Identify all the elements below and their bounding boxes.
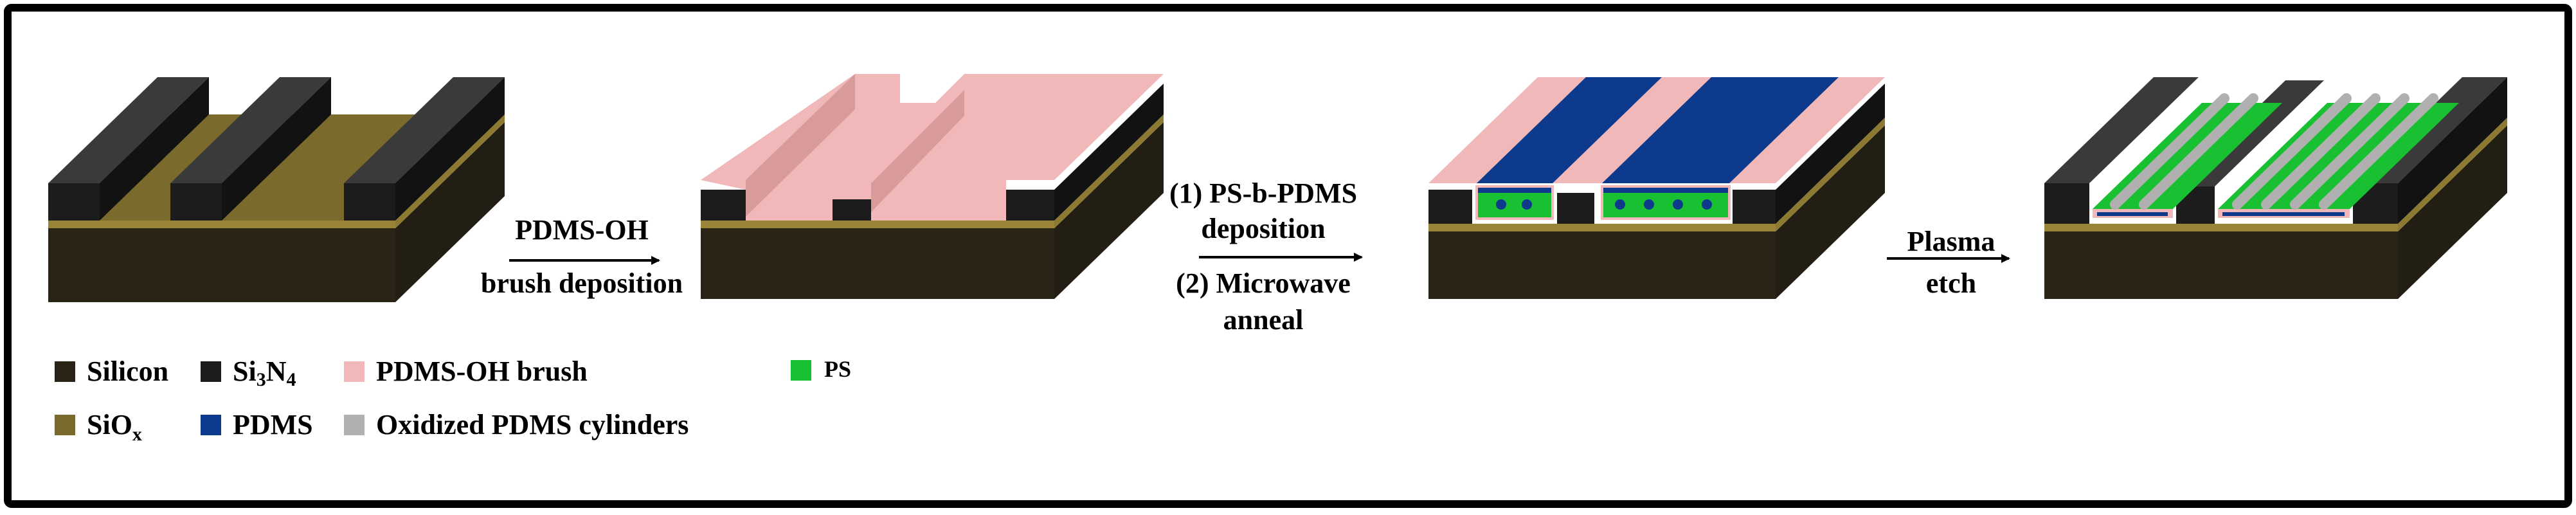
stage-2-brush: [701, 74, 1164, 299]
stage-3-bcp: [1428, 77, 1885, 299]
legend-swatch-brush: [344, 361, 365, 382]
sin-front-1: [1428, 190, 1472, 224]
silicon-front: [1428, 231, 1776, 299]
figure-frame: [4, 4, 2572, 508]
legend-swatch-siox: [55, 415, 75, 435]
pdms-base-2: [2222, 212, 2345, 216]
siox-side: [1776, 118, 1885, 231]
sin-side-3: [1054, 84, 1164, 221]
silicon-side: [1776, 125, 1885, 299]
arrow-3-label-line1: Plasma: [1907, 226, 1995, 257]
pdms-cylinder: [1496, 199, 1506, 210]
arrow-2-label-line4: anneal: [1223, 304, 1304, 336]
oxidized-cylinder: [2261, 93, 2381, 210]
sin-front-3: [1733, 190, 1776, 224]
legend-label-siox: SiOx: [87, 409, 142, 445]
legend-swatch-pdms: [201, 415, 221, 435]
arrow-1-label-line2: brush deposition: [481, 267, 683, 299]
legend-swatch-ps: [791, 360, 811, 381]
oxidized-cylinder: [2139, 93, 2258, 210]
oxidized-cylinder: [2319, 93, 2438, 210]
silicon-front: [48, 228, 395, 302]
oxidized-cylinders: [2110, 93, 2438, 210]
siox-side: [1054, 114, 1164, 228]
sin-front-2: [1557, 193, 1594, 224]
sin-front-1: [701, 190, 746, 221]
sin-ridge-1: [48, 77, 209, 221]
legend-label-silicon: Silicon: [87, 356, 168, 387]
arrow-3-label-line2: etch: [1926, 267, 1976, 299]
siox-front: [2044, 224, 2398, 231]
arrow-2-label-line3: (2) Microwave: [1176, 267, 1351, 299]
pdms-wetting-2: [1603, 188, 1728, 193]
pdms-base-1: [2097, 212, 2168, 216]
stage-4-etched: [2044, 77, 2507, 299]
sin-front-2: [833, 193, 871, 221]
sin-side-3: [1776, 84, 1885, 224]
silicon-side: [1054, 122, 1164, 299]
oxidized-cylinder: [2110, 93, 2229, 210]
legend-label-ps: PS: [824, 356, 851, 382]
sin-ridge-1: [2044, 77, 2199, 224]
legend-label-brush: PDMS-OH brush: [376, 356, 588, 387]
legend: Silicon Si3N4 PDMS-OH brush PS SiOx PDMS…: [55, 356, 851, 445]
siox-side: [2398, 118, 2507, 231]
pdms-cylinder: [1644, 199, 1654, 210]
pdms-cylinder: [1522, 199, 1532, 210]
arrow-step-1: PDMS-OH brush deposition: [481, 214, 683, 299]
legend-label-sin: Si3N4: [233, 356, 296, 390]
silicon-front: [2044, 231, 2398, 299]
pdms-stripe-2: [1602, 77, 1839, 183]
arrow-step-3: Plasma etch: [1887, 226, 2010, 299]
legend-label-cylinders: Oxidized PDMS cylinders: [376, 409, 689, 440]
pdms-cylinder: [1615, 199, 1625, 210]
arrow-1-label-line1: PDMS-OH: [515, 214, 649, 246]
pdms-stripe-1: [1477, 77, 1662, 183]
sin-front-3: [1006, 190, 1054, 221]
oxidized-cylinder: [2290, 93, 2409, 210]
sin-ridge-2: [170, 77, 331, 221]
silicon-side: [395, 122, 505, 302]
sin-ridge-3: [344, 77, 505, 221]
oxidized-cylinder: [2232, 93, 2352, 210]
siox-front: [701, 221, 1054, 228]
legend-swatch-sin: [201, 361, 221, 382]
silicon-front: [701, 228, 1054, 299]
siox-front: [1428, 224, 1776, 231]
pdms-cylinder: [1673, 199, 1683, 210]
arrow-2-label-line1: (1) PS-b-PDMS: [1169, 177, 1357, 209]
silicon-side: [2398, 125, 2507, 299]
legend-swatch-silicon: [55, 361, 75, 382]
legend-swatch-cylinders: [344, 415, 365, 435]
pdms-wetting-1: [1478, 188, 1551, 193]
legend-label-pdms: PDMS: [233, 409, 313, 440]
siox-front: [48, 221, 395, 228]
arrow-step-2: (1) PS-b-PDMS deposition (2) Microwave a…: [1169, 177, 1363, 336]
stage-1-substrate: [48, 77, 505, 302]
pdms-cylinder: [1702, 199, 1712, 210]
siox-side: [395, 114, 505, 228]
brush-groove-2: [871, 90, 964, 212]
brush-edge-front: [746, 217, 833, 221]
brush-edge-front2: [871, 217, 1006, 221]
brush-groove-1: [746, 74, 855, 217]
arrow-2-label-line2: deposition: [1201, 213, 1325, 244]
